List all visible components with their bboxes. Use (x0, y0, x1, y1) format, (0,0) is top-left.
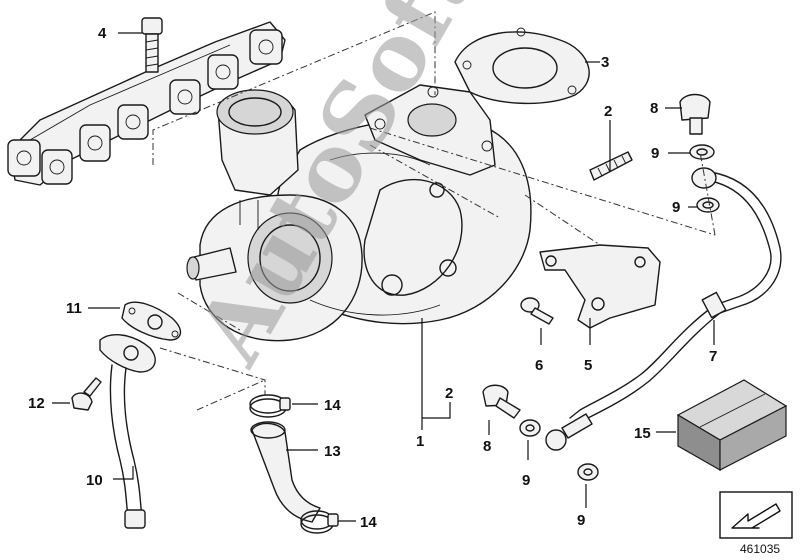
return-pipe-bolt (71, 377, 102, 411)
support-bracket (539, 244, 661, 329)
banjo-bolt-lower (482, 384, 521, 419)
washer-upper-a (689, 144, 715, 160)
exhaust-manifold (7, 21, 286, 186)
callout-9-d: 9 (577, 512, 585, 529)
callout-14-upper: 14 (324, 397, 341, 414)
hose-clamp-lower (300, 510, 339, 534)
oil-return-pipe (99, 334, 156, 529)
callout-labels: 1 2 2 3 4 5 6 7 8 8 9 9 9 9 10 11 12 13 … (28, 25, 717, 531)
washer-lower-b (577, 463, 599, 481)
callout-4: 4 (98, 25, 107, 42)
turbo-gasket (454, 27, 590, 105)
callout-15: 15 (634, 425, 651, 442)
callout-10: 10 (86, 472, 103, 489)
callout-7: 7 (709, 348, 717, 365)
oil-feed-line (545, 167, 782, 451)
washer-upper-b (696, 197, 720, 213)
callout-9-a: 9 (651, 145, 659, 162)
gasket-kit-box (676, 379, 788, 472)
bracket-bolt (520, 297, 554, 325)
callout-13: 13 (324, 443, 341, 460)
reference-number: 461035 (740, 542, 780, 556)
callout-12: 12 (28, 395, 45, 412)
callout-5: 5 (584, 357, 592, 374)
reference-arrow-box (719, 491, 793, 539)
hose-clamp-upper (249, 394, 291, 418)
stud (589, 151, 633, 181)
callout-9-b: 9 (672, 199, 680, 216)
turbocharger (186, 84, 532, 342)
callout-8-lower: 8 (483, 438, 491, 455)
banjo-bolt-upper (679, 93, 711, 135)
callout-1: 1 (416, 433, 424, 450)
callout-2-lower: 2 (445, 385, 453, 402)
callout-14-lower: 14 (360, 514, 377, 531)
callout-2-upper: 2 (604, 103, 612, 120)
manifold-bolt (141, 17, 163, 73)
arrow-icon (731, 503, 781, 529)
leader-lines (52, 32, 715, 522)
callout-3: 3 (601, 54, 609, 71)
oil-return-gasket (121, 301, 182, 341)
assembly-guide-lines (152, 11, 716, 411)
callout-11: 11 (66, 300, 82, 317)
callout-9-c: 9 (522, 472, 530, 489)
callout-8-upper: 8 (650, 100, 658, 117)
callout-6: 6 (535, 357, 543, 374)
oil-return-hose (250, 421, 321, 523)
washer-lower-a (519, 419, 541, 437)
